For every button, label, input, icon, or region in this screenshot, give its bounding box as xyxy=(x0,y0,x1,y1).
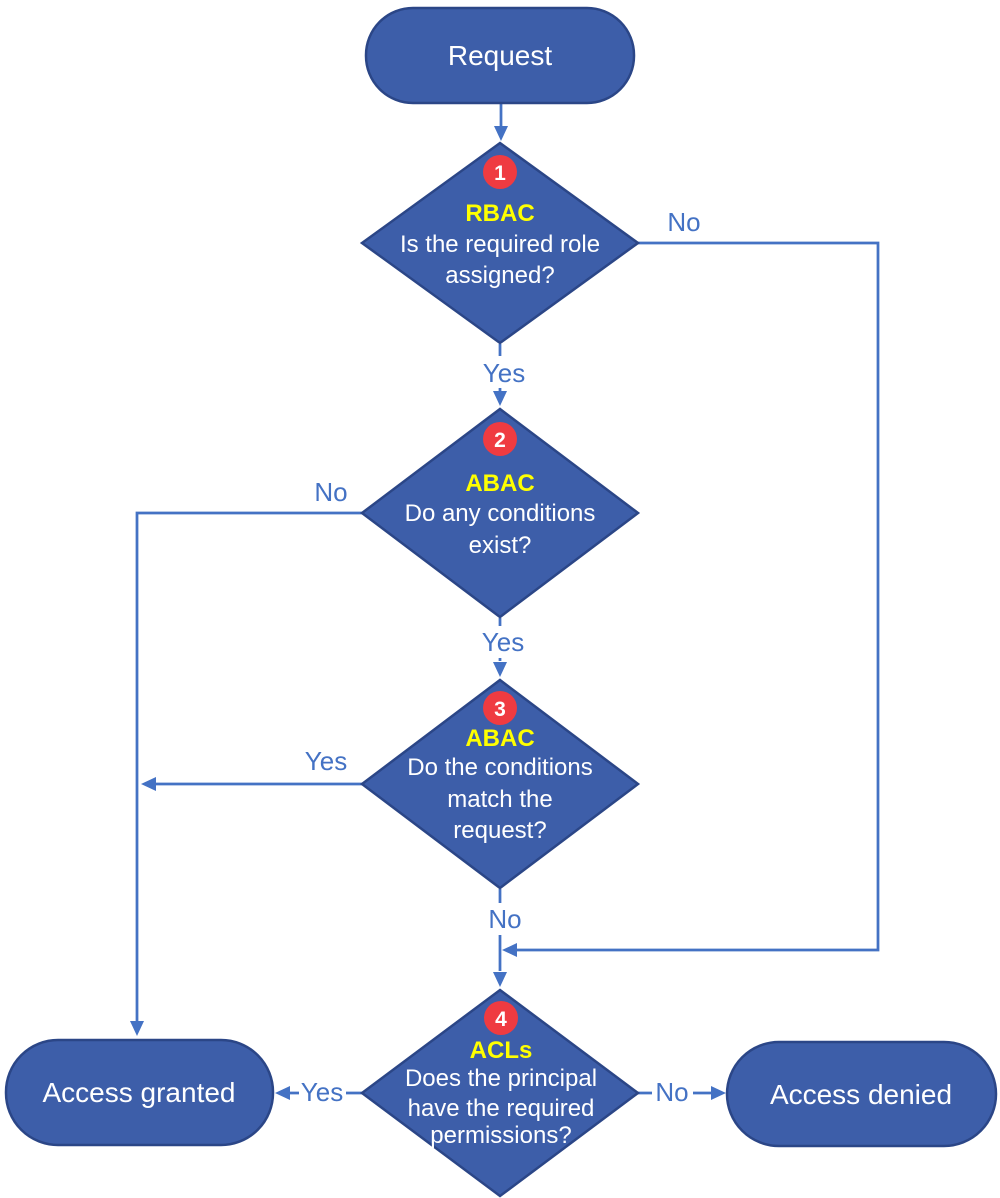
decision-diamond xyxy=(359,141,641,345)
decision4-text-line: have the required xyxy=(408,1095,595,1122)
decision-diamond xyxy=(359,407,641,619)
decision1-text-line: Is the required role xyxy=(400,231,600,258)
decision2-text-line: exist? xyxy=(469,532,532,559)
node-access-granted: Access granted xyxy=(4,1038,275,1147)
arrow-down-icon xyxy=(130,1021,144,1036)
arrow-down-icon xyxy=(493,662,507,677)
step-badge-number: 2 xyxy=(494,429,506,452)
step-badge-number: 4 xyxy=(495,1008,507,1031)
label-bg xyxy=(652,1077,693,1108)
label-bg xyxy=(480,356,528,388)
arrow-left-icon xyxy=(275,1086,290,1100)
label-bg xyxy=(483,903,527,935)
step-badge-number: 1 xyxy=(494,162,506,185)
node-decision2: 2 ABAC Do any conditions exist? xyxy=(359,407,641,619)
node-decision3: 3 ABAC Do the conditions match the reque… xyxy=(359,678,641,890)
edge-label-decision3-no: No xyxy=(483,903,527,935)
edge-label-text: No xyxy=(667,207,700,237)
step-badge xyxy=(483,422,517,456)
edge-label-decision1-no: No xyxy=(667,207,700,237)
arrow-left-icon xyxy=(141,777,156,791)
arrow-down-icon xyxy=(494,126,508,141)
node-decision4: 4 ACLs Does the principal have the requi… xyxy=(359,988,641,1198)
step-badge xyxy=(484,1001,518,1035)
edge-label-text: Yes xyxy=(482,627,524,657)
decision1-category: RBAC xyxy=(465,200,534,227)
node-request-label: Request xyxy=(448,40,553,71)
decision-diamond xyxy=(359,678,641,890)
node-request: Request xyxy=(364,6,636,105)
step-badge xyxy=(483,691,517,725)
step-badge-number: 3 xyxy=(494,698,506,721)
edge-decision3-yes-to-granted xyxy=(141,777,362,791)
node-access-denied-label: Access denied xyxy=(770,1079,952,1110)
decision4-category: ACLs xyxy=(470,1037,533,1064)
edge-decision1-no-to-decision4 xyxy=(502,241,880,957)
decision2-category: ABAC xyxy=(465,470,534,497)
terminator-shape xyxy=(4,1038,275,1147)
terminator-shape xyxy=(725,1040,998,1148)
node-access-denied: Access denied xyxy=(725,1040,998,1148)
decision-diamond xyxy=(359,988,641,1198)
edge-label-text: No xyxy=(655,1077,688,1107)
node-access-granted-label: Access granted xyxy=(43,1077,236,1108)
label-bg xyxy=(299,1077,346,1108)
edge-label-text: Yes xyxy=(301,1077,343,1107)
decision3-text-line: Do the conditions xyxy=(407,754,592,781)
decision1-text-line: assigned? xyxy=(445,262,554,289)
decision2-text-line: Do any conditions xyxy=(405,500,596,527)
step-badge xyxy=(483,155,517,189)
arrow-down-icon xyxy=(493,391,507,406)
arrow-left-icon xyxy=(502,943,517,957)
edge-label-text: Yes xyxy=(483,358,525,388)
edge-label-decision2-yes: Yes xyxy=(479,626,527,658)
edge-label-decision2-no: No xyxy=(314,477,347,507)
edge-label-text: No xyxy=(314,477,347,507)
connector-line xyxy=(517,241,880,952)
edge-label-text: No xyxy=(488,904,521,934)
decision4-text-line: permissions? xyxy=(430,1122,571,1149)
edge-label-decision1-yes: Yes xyxy=(480,356,528,388)
edge-label-decision4-no: No xyxy=(652,1077,693,1108)
label-bg xyxy=(479,626,527,658)
decision4-text-line: Does the principal xyxy=(405,1065,597,1092)
edge-label-text: Yes xyxy=(305,746,347,776)
arrow-right-icon xyxy=(711,1086,726,1100)
edge-label-decision4-yes: Yes xyxy=(299,1077,346,1108)
arrow-down-icon xyxy=(493,972,507,987)
edge-decision2-no-to-granted xyxy=(130,511,362,1036)
edge-request-to-decision1 xyxy=(494,104,508,141)
decision3-text-line: request? xyxy=(453,817,546,844)
connector-line xyxy=(135,511,362,1021)
decision3-category: ABAC xyxy=(465,725,534,752)
terminator-shape xyxy=(364,6,636,105)
decision3-text-line: match the xyxy=(447,786,552,813)
node-decision1: 1 RBAC Is the required role assigned? xyxy=(359,141,641,345)
edge-label-decision3-yes: Yes xyxy=(305,746,347,776)
